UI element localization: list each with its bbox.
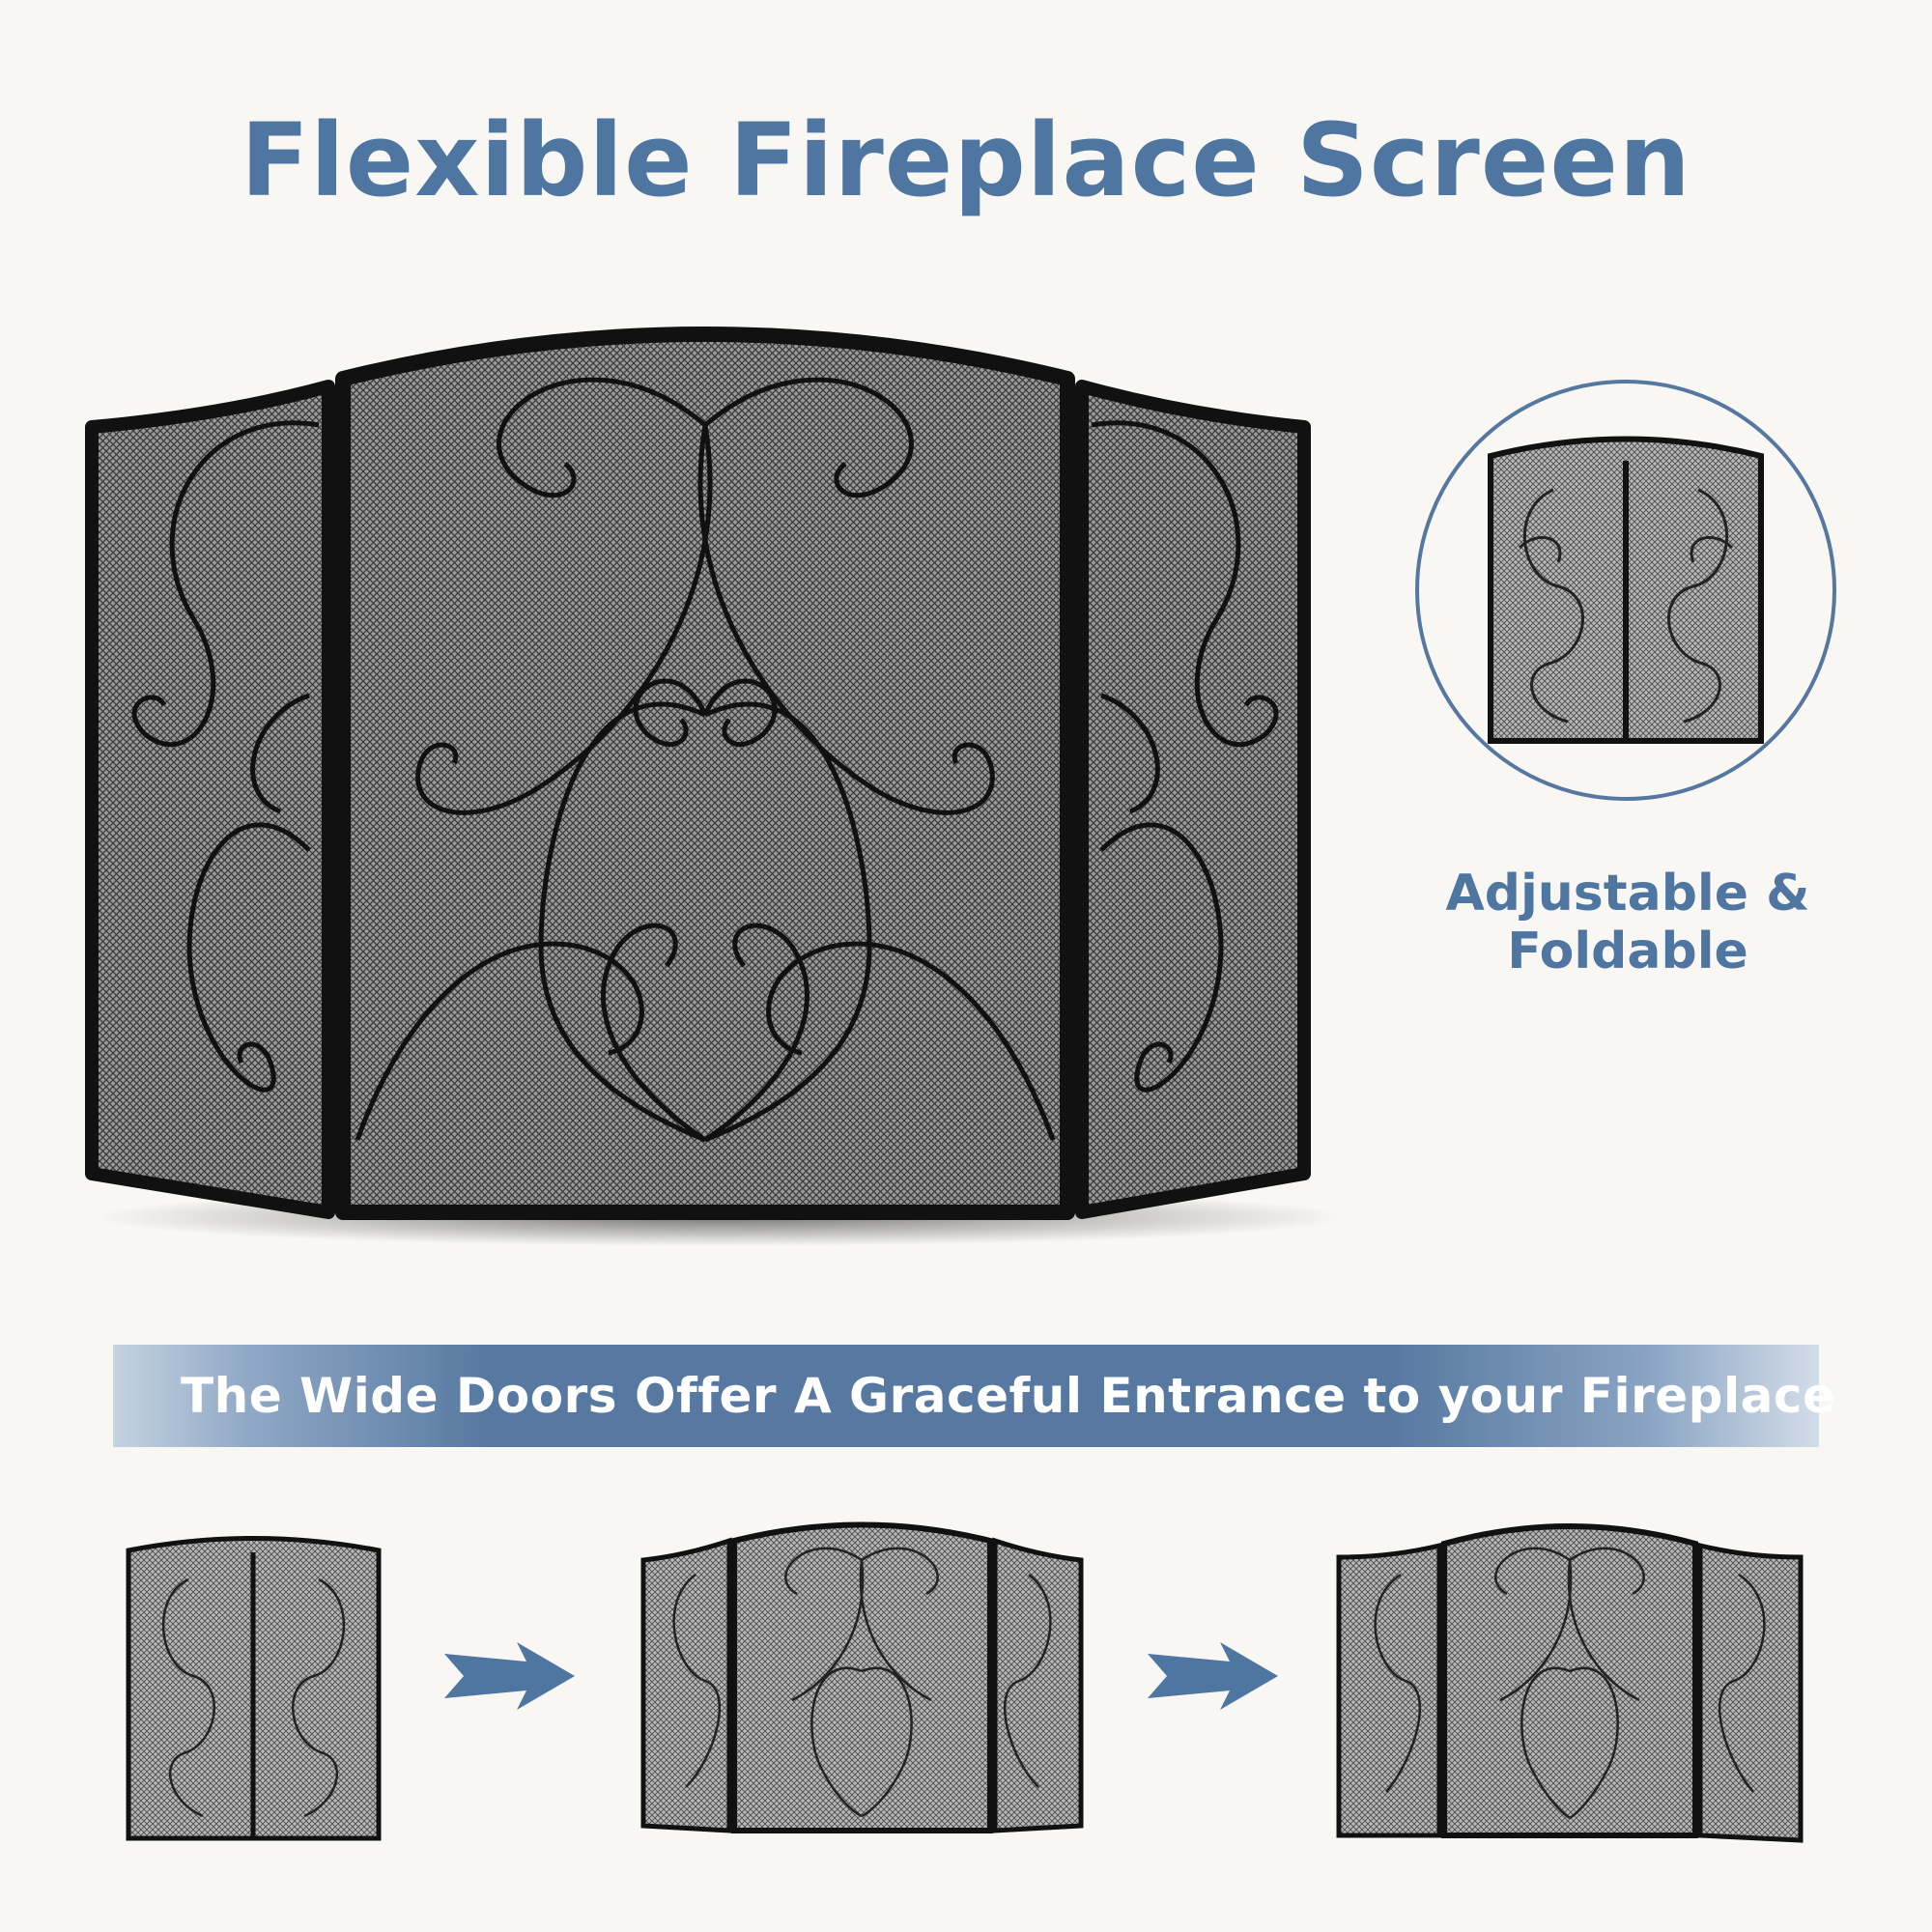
step-folded <box>121 1531 386 1845</box>
step-partially-open <box>638 1517 1087 1845</box>
partially-open-screen-icon <box>640 1521 1084 1833</box>
folded-screen-icon <box>126 1536 382 1841</box>
step-fully-open <box>1333 1517 1806 1850</box>
adjustable-foldable-caption: Adjustable & Foldable <box>1445 865 1810 980</box>
banner: The Wide Doors Offer A Graceful Entrance… <box>113 1345 1835 1447</box>
page-title: Flexible Fireplace Screen <box>241 101 1691 219</box>
folded-screen-circle <box>1415 380 1836 801</box>
banner-text: The Wide Doors Offer A Graceful Entrance… <box>181 1368 1836 1424</box>
fireplace-screen-illustration <box>85 327 1348 1246</box>
arrow-right-icon <box>444 1642 575 1710</box>
fully-open-screen-icon <box>1336 1523 1804 1843</box>
fireplace-screen-image <box>39 309 1372 1265</box>
arrow-right-icon <box>1148 1642 1278 1710</box>
folded-screen-icon <box>1488 436 1764 744</box>
